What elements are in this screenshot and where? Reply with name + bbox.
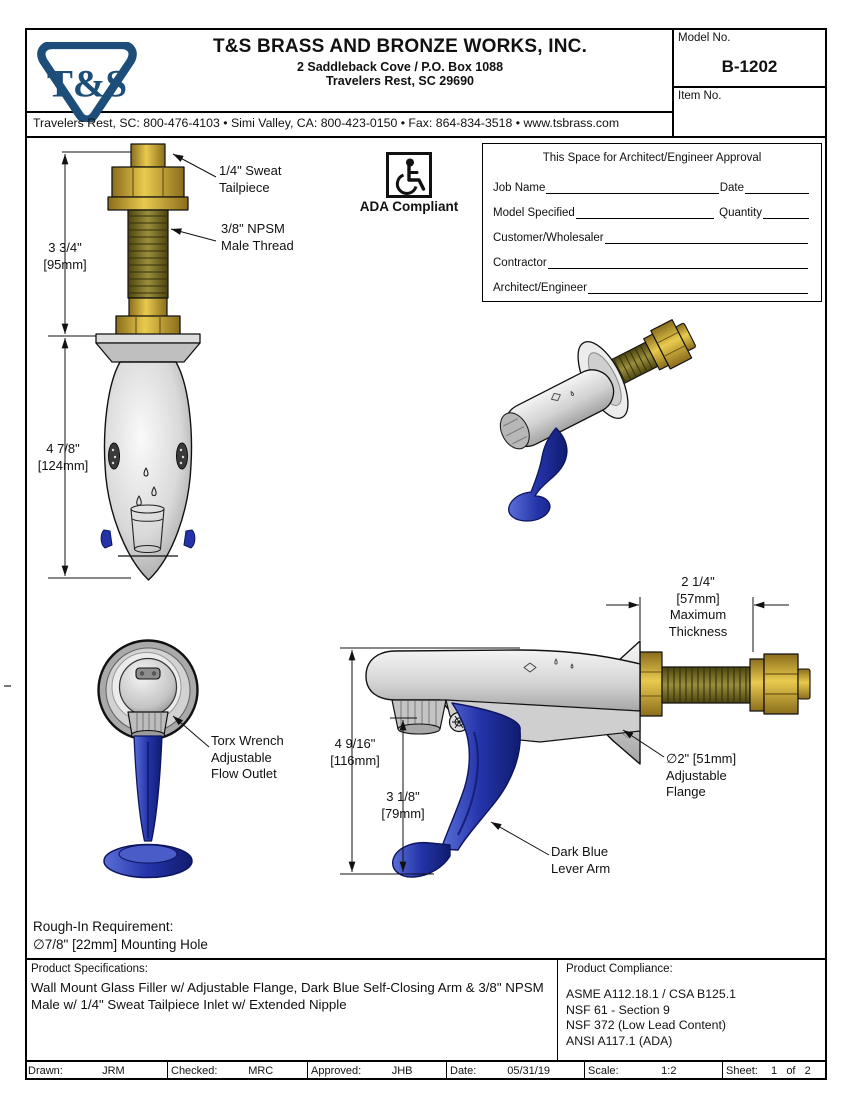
contractor-field	[547, 254, 808, 269]
title-block-checked: Checked: MRC	[168, 1062, 308, 1080]
dim-3-3-4: 3 3/4" [95mm]	[43, 240, 87, 272]
company-name: T&S BRASS AND BRONZE WORKS, INC.	[212, 36, 588, 57]
title-block: Drawn: JRM Checked: MRC Approved: JHB Da…	[25, 1060, 827, 1080]
model-specified-label: Model Specified	[493, 207, 575, 219]
checked-value: MRC	[248, 1065, 274, 1077]
product-specifications-body: Wall Mount Glass Filler w/ Adjustable Fl…	[31, 980, 544, 1012]
drawn-label: Drawn:	[28, 1065, 63, 1077]
rough-in-note: Rough-In Requirement: ∅7/8" [22mm] Mount…	[33, 919, 208, 952]
job-name-label: Job Name	[493, 182, 546, 194]
customer-field	[604, 229, 808, 244]
date-drawn-label: Date:	[450, 1065, 477, 1077]
approval-row-job-name: Job Name Date	[493, 178, 809, 194]
inlet-dimensions	[48, 151, 217, 579]
dim-4-9-16: 4 9/16" [116mm]	[330, 736, 380, 768]
contact-divider	[25, 136, 827, 138]
approval-row-architect: Architect/Engineer	[493, 278, 809, 294]
quantity-label: Quantity	[719, 207, 762, 219]
sheet-value: 1 of 2	[771, 1065, 811, 1077]
callout-npsm-thread: 3/8" NPSM Male Thread	[221, 221, 294, 253]
compliance-item: NSF 61 - Section 9	[566, 1002, 670, 1017]
sheet-label: Sheet:	[726, 1065, 758, 1077]
title-block-sheet: Sheet: 1 of 2	[723, 1062, 827, 1080]
callout-sweat-tailpiece: 1/4" Sweat Tailpiece	[219, 163, 282, 195]
iso-view-drawing	[499, 319, 696, 522]
compliance-item: ASME A112.18.1 / CSA B125.1	[566, 987, 736, 1001]
product-specifications-title: Product Specifications:	[31, 963, 148, 975]
approval-row-customer: Customer/Wholesaler	[493, 228, 809, 244]
quantity-field	[763, 204, 809, 219]
contractor-label: Contractor	[493, 257, 547, 269]
customer-label: Customer/Wholesaler	[493, 232, 604, 244]
title-block-date: Date: 05/31/19	[447, 1062, 585, 1080]
model-no-label: Model No.	[678, 32, 731, 44]
scale-value: 1:2	[661, 1065, 677, 1077]
date-drawn-value: 05/31/19	[507, 1065, 551, 1077]
logo-triangle	[37, 42, 137, 122]
t-and-s-logo: T&S	[37, 42, 137, 122]
approval-box: This Space for Architect/Engineer Approv…	[482, 143, 822, 302]
title-block-approved: Approved: JHB	[308, 1062, 447, 1080]
address-line-2: Travelers Rest, SC 29690	[325, 74, 475, 88]
side-dimensions	[340, 597, 789, 875]
compliance-item: ANSI A117.1 (ADA)	[566, 1033, 673, 1048]
dim-2-1-4-max-thickness: 2 1/4" [57mm] Maximum Thickness	[668, 574, 728, 639]
approval-row-contractor: Contractor	[493, 253, 809, 269]
side-view-drawing	[340, 597, 811, 878]
architect-label: Architect/Engineer	[493, 282, 587, 294]
item-no-label: Item No.	[678, 90, 722, 102]
architect-field	[587, 279, 808, 294]
callout-torx-outlet: Torx Wrench Adjustable Flow Outlet	[211, 733, 284, 781]
date-label: Date	[719, 182, 744, 194]
header-divider	[25, 111, 672, 113]
product-compliance-title: Product Compliance:	[566, 963, 673, 975]
inlet-view-drawing	[48, 143, 217, 581]
model-no-value: B-1202	[721, 57, 778, 76]
job-name-field	[546, 179, 719, 194]
dim-3-1-8: 3 1/8" [79mm]	[381, 789, 425, 821]
ada-wheelchair-icon	[386, 152, 432, 198]
checked-label: Checked:	[171, 1065, 218, 1077]
logo-text: T&S	[47, 63, 127, 106]
glass-graphic	[130, 467, 165, 554]
page-border	[25, 28, 827, 1080]
title-block-scale: Scale: 1:2	[585, 1062, 723, 1080]
dim-4-7-8: 4 7/8" [124mm]	[37, 441, 89, 473]
date-field	[745, 179, 809, 194]
callout-lever-arm: Dark Blue Lever Arm	[551, 844, 611, 876]
product-specifications-box: Product Specifications: Wall Mount Glass…	[25, 958, 558, 1060]
approved-value: JHB	[391, 1065, 413, 1077]
callout-adjustable-flange: ∅2" [51mm] Adjustable Flange	[666, 751, 737, 799]
product-compliance-list: ASME A112.18.1 / CSA B125.1 NSF 61 - Sec…	[566, 987, 736, 1049]
product-compliance-box: Product Compliance: ASME A112.18.1 / CSA…	[558, 958, 827, 1060]
contact-info: Travelers Rest, SC: 800-476-4103 • Simi …	[33, 116, 620, 130]
model-box-divider	[672, 28, 674, 136]
ada-label: ADA Compliant	[359, 199, 459, 214]
drawn-value: JRM	[102, 1065, 125, 1077]
title-block-drawn: Drawn: JRM	[25, 1062, 168, 1080]
address-line-1: 2 Saddleback Cove / P.O. Box 1088	[296, 60, 504, 74]
front-view-drawing	[97, 639, 210, 879]
scale-label: Scale:	[588, 1065, 619, 1077]
compliance-item: NSF 372 (Low Lead Content)	[566, 1018, 726, 1032]
model-item-divider	[672, 86, 827, 88]
approval-row-model-specified: Model Specified Quantity	[493, 203, 809, 219]
approved-label: Approved:	[311, 1065, 362, 1077]
approval-title: This Space for Architect/Engineer Approv…	[542, 152, 762, 164]
model-specified-field	[575, 204, 715, 219]
